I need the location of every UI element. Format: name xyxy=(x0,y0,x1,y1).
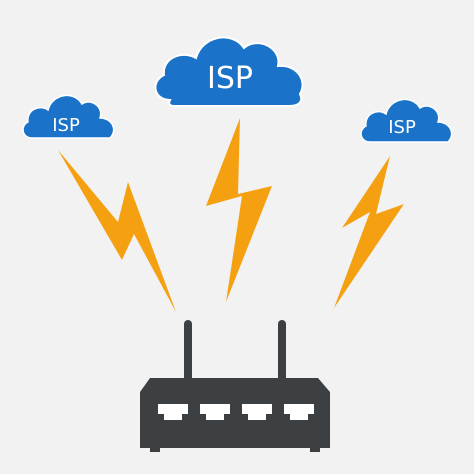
right-lightning-bolt-icon xyxy=(334,156,404,308)
right-cloud: ISP xyxy=(360,98,453,143)
right-cloud-label: ISP xyxy=(388,117,416,138)
right-antenna-icon xyxy=(278,320,286,382)
left-antenna-icon xyxy=(184,320,192,382)
left-lightning-bolt-icon xyxy=(58,150,176,312)
router-left-foot xyxy=(150,446,160,452)
router-right-foot xyxy=(310,446,320,452)
ethernet-port-icon xyxy=(200,404,230,420)
ethernet-port-2 xyxy=(200,404,230,420)
ethernet-port-icon xyxy=(158,404,188,420)
center-cloud-label: ISP xyxy=(207,61,253,96)
router-body xyxy=(140,378,330,448)
cloud-icon xyxy=(154,36,304,107)
left-cloud: ISP xyxy=(22,94,115,139)
ethernet-port-icon xyxy=(284,404,314,420)
router-icon xyxy=(140,320,330,452)
center-cloud: ISP xyxy=(154,36,304,107)
left-cloud-label: ISP xyxy=(52,115,80,136)
ethernet-port-4 xyxy=(284,404,314,420)
center-lightning-bolt-icon xyxy=(206,118,272,302)
cloud-icon xyxy=(22,94,115,139)
ethernet-port-icon xyxy=(242,404,272,420)
ethernet-port-3 xyxy=(242,404,272,420)
ethernet-port-1 xyxy=(158,404,188,420)
cloud-icon xyxy=(360,98,453,143)
